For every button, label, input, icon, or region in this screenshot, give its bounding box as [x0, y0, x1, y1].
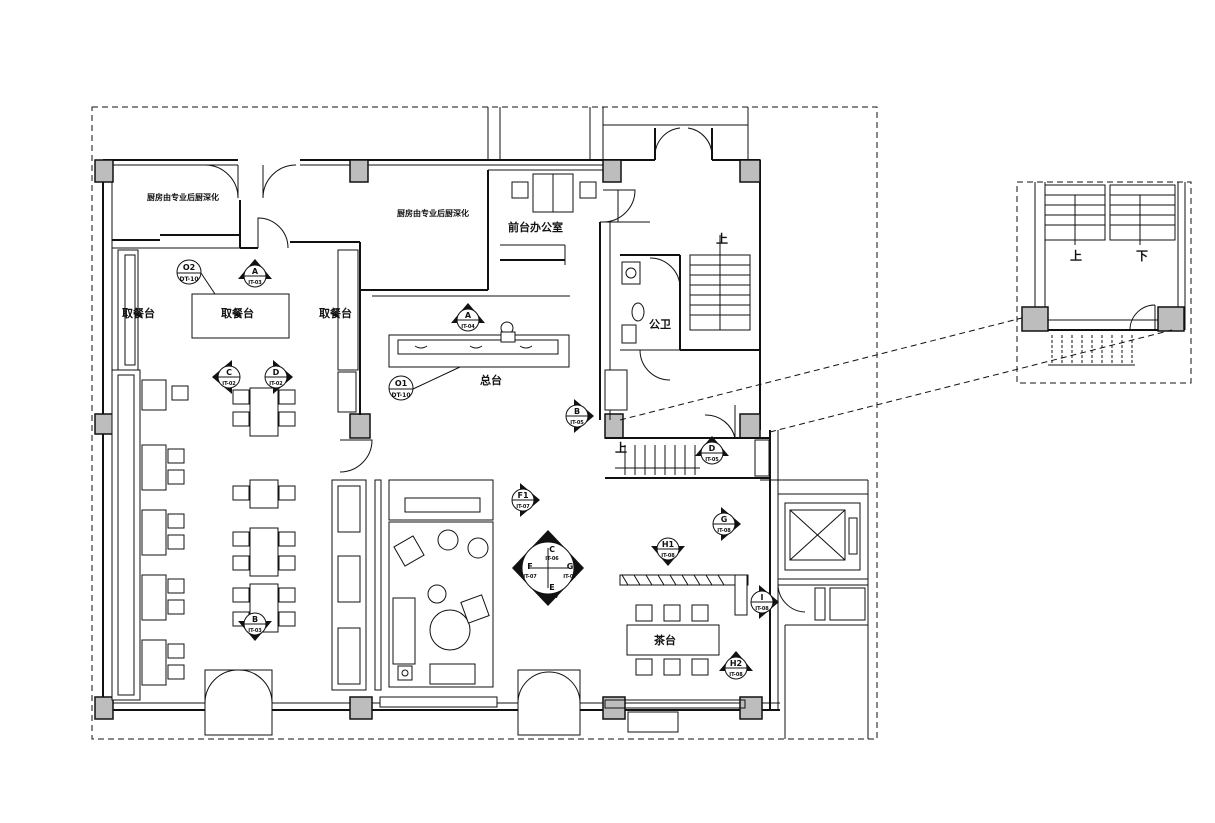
elevation-marker-letter: D [709, 444, 716, 453]
reception-label: 总台 [480, 373, 502, 387]
elevation-marker-a: A IT-03 [238, 259, 272, 288]
lower-staircase [615, 439, 770, 477]
elevation-marker-ref: IT-04 [461, 324, 475, 330]
elevation-marker-letter: B [252, 615, 258, 624]
leader-line [769, 329, 1173, 433]
svg-text:DT-10: DT-10 [179, 276, 198, 283]
elevation-marker-ref: IT-08 [729, 672, 743, 678]
elevation-marker-letter: C [226, 368, 232, 377]
elevation-marker-ref: IT-05 [705, 457, 719, 463]
elevation-marker-letter: A [465, 311, 472, 320]
quad-letter-f: F [527, 562, 532, 571]
site-boundary [91, 106, 878, 740]
quad-letter-c: C [549, 545, 555, 554]
elevation-marker-d: D IT-05 [695, 436, 729, 465]
svg-text:O2: O2 [183, 263, 195, 272]
elevation-marker-i: I IT-08 [750, 585, 779, 619]
elevation-marker-letter: A [252, 267, 259, 276]
elevation-marker-b: B IT-05 [565, 399, 594, 433]
quad-letter-e: E [549, 583, 554, 592]
elevation-marker-d: D IT-02 [264, 360, 293, 394]
tea-area [604, 574, 749, 733]
elevation-markers: AIT-03CIT-02DIT-02BIT-03AIT-04BIT-05DIT-… [212, 259, 779, 680]
elevation-marker-letter: H1 [662, 540, 675, 549]
svg-text:O1: O1 [395, 379, 408, 388]
inset-staircase-detail [1016, 181, 1192, 384]
elevation-marker-ref: IT-08 [717, 528, 731, 534]
structural-columns [94, 159, 763, 720]
elevation-quad-marker: C IT-06 F IT-07 G IT-07 E IT-07 [512, 530, 584, 606]
reception-desk [388, 321, 570, 368]
quad-ref-g: IT-07 [563, 574, 577, 580]
elevation-marker-g: G IT-08 [712, 507, 741, 541]
stair-up-label: 上 [716, 231, 728, 246]
stair-up-lower-label: 上 [615, 440, 627, 455]
leader-line [619, 317, 1023, 421]
office-furniture [511, 173, 597, 213]
elevation-marker-letter: I [761, 593, 764, 602]
elevation-marker-ref: IT-05 [570, 420, 584, 426]
main-staircase [689, 235, 751, 331]
elevation-marker-letter: D [273, 368, 280, 377]
elevation-marker-ref: IT-02 [269, 381, 283, 387]
doors [204, 127, 806, 736]
kitchen-left-label: 厨房由专业后厨深化 [147, 192, 219, 202]
detail-callout-o2: O2 DT-10 [176, 259, 216, 295]
quad-ref-c: IT-06 [545, 556, 559, 562]
lounge-area [374, 479, 498, 708]
elevation-marker-c: C IT-02 [212, 360, 241, 394]
inset-up-label: 上 [1070, 248, 1082, 263]
elevation-marker-ref: IT-03 [248, 628, 262, 634]
buffet-counters [111, 249, 359, 701]
restroom-fixtures [604, 261, 645, 411]
dining-tables [141, 379, 367, 691]
front-office-label: 前台办公室 [508, 220, 563, 234]
inset-down-label: 下 [1136, 249, 1148, 263]
kitchen-right-label: 厨房由专业后厨深化 [397, 208, 469, 218]
elevation-marker-ref: IT-08 [755, 606, 769, 612]
tea-counter-label: 茶台 [653, 633, 676, 647]
elevation-marker-letter: G [721, 515, 728, 524]
elevation-marker-ref: IT-08 [661, 553, 675, 559]
buffet-center-label: 取餐台 [221, 306, 254, 320]
elevation-marker-ref: IT-02 [222, 381, 236, 387]
elevation-marker-letter: F1 [517, 491, 528, 500]
elevation-marker-ref: IT-07 [516, 504, 530, 510]
elevation-marker-letter: B [574, 407, 580, 416]
elevation-marker-a: A IT-04 [451, 303, 485, 332]
elevation-marker-b: B IT-03 [238, 612, 272, 641]
quad-ref-e: IT-07 [545, 594, 559, 600]
restroom-label: 公卫 [649, 318, 671, 331]
elevation-marker-ref: IT-03 [248, 280, 262, 286]
buffet-left-label: 取餐台 [122, 306, 155, 320]
svg-text:DT-10: DT-10 [391, 392, 410, 399]
buffet-right-label: 取餐台 [319, 306, 352, 320]
detail-callout-o1: O1 DT-10 [388, 366, 461, 401]
elevation-marker-letter: H2 [730, 659, 742, 668]
quad-letter-g: G [567, 562, 574, 571]
interior-walls [112, 169, 869, 739]
quad-ref-f: IT-07 [523, 574, 537, 580]
